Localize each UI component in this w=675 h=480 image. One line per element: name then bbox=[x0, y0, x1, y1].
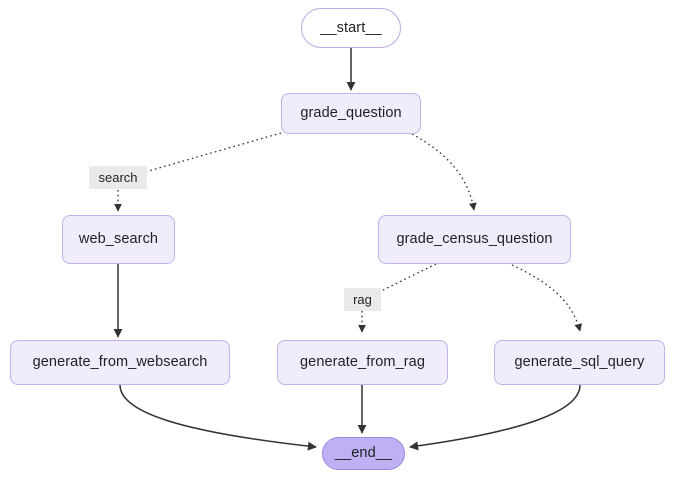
edge-label-rag-text: rag bbox=[353, 292, 372, 307]
edge-label-search-text: search bbox=[98, 170, 138, 185]
node-start[interactable]: __start__ bbox=[301, 8, 401, 48]
node-generate-from-rag[interactable]: generate_from_rag bbox=[277, 340, 448, 385]
edge-grade-question-to-grade-census-question bbox=[411, 133, 477, 211]
node-grade-question[interactable]: grade_question bbox=[281, 93, 421, 134]
node-grade-census-question[interactable]: grade_census_question bbox=[378, 215, 571, 264]
node-end-label: __end__ bbox=[334, 445, 393, 462]
node-web-search[interactable]: web_search bbox=[62, 215, 175, 264]
edge-grade-census-to-generate-sql-query bbox=[511, 264, 583, 332]
edge-label-rag: rag bbox=[344, 288, 381, 311]
node-start-label: __start__ bbox=[320, 19, 382, 36]
node-grade-census-question-label: grade_census_question bbox=[396, 231, 553, 248]
node-grade-question-label: grade_question bbox=[300, 105, 402, 122]
edge-grade-census-to-rag-label bbox=[378, 263, 437, 293]
node-generate-from-rag-label: generate_from_rag bbox=[299, 354, 426, 371]
node-web-search-label: web_search bbox=[78, 231, 159, 248]
edge-label-search: search bbox=[89, 166, 147, 189]
edge-generate-from-websearch-to-end bbox=[119, 384, 317, 451]
node-generate-sql-query[interactable]: generate_sql_query bbox=[494, 340, 665, 385]
node-generate-sql-query-label: generate_sql_query bbox=[514, 354, 645, 371]
node-end[interactable]: __end__ bbox=[322, 437, 405, 470]
node-generate-from-websearch-label: generate_from_websearch bbox=[32, 354, 208, 371]
node-generate-from-websearch[interactable]: generate_from_websearch bbox=[10, 340, 230, 385]
edge-grade-question-to-web-search-upper bbox=[144, 132, 282, 173]
edge-generate-sql-query-to-end bbox=[409, 384, 581, 451]
